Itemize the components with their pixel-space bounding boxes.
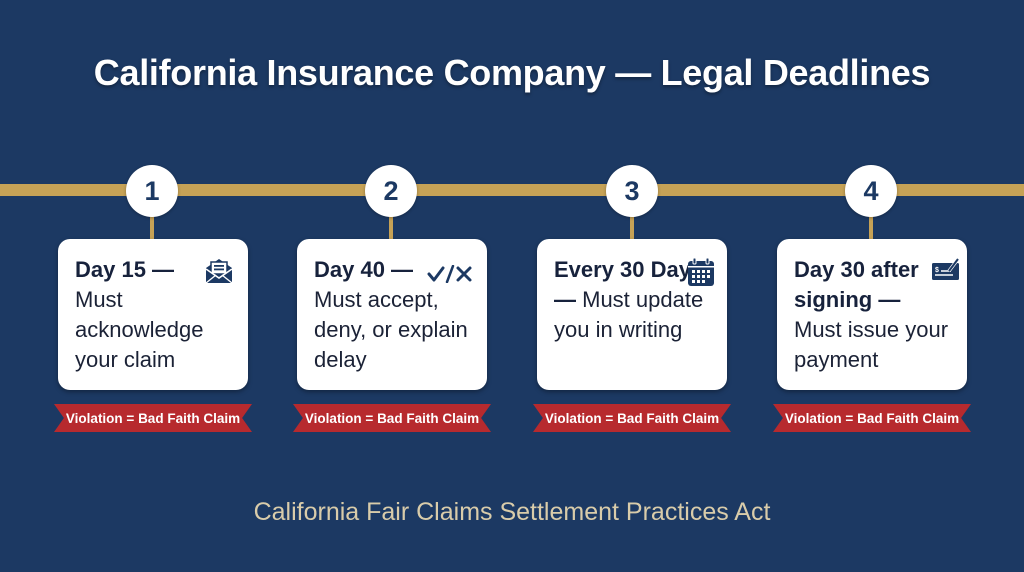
connector-line xyxy=(869,216,873,240)
connector-line xyxy=(389,216,393,240)
violation-ribbon: Violation = Bad Faith Claim xyxy=(533,404,731,432)
connector-line xyxy=(150,216,154,240)
deadline-card-2: Day 40 — Must accept, deny, or explain d… xyxy=(297,239,487,390)
violation-ribbon: Violation = Bad Faith Claim xyxy=(54,404,252,432)
page-title: California Insurance Company — Legal Dea… xyxy=(93,52,931,93)
deadline-description: Must update you in writing xyxy=(554,287,704,342)
envelope-icon xyxy=(204,257,234,293)
step-number-circle: 1 xyxy=(126,165,178,217)
step-number-circle: 4 xyxy=(845,165,897,217)
deadline-card-3: Every 30 Days — Must update you in writi… xyxy=(537,239,727,390)
deadline-label: Day 40 — xyxy=(314,257,414,282)
step-number-circle: 2 xyxy=(365,165,417,217)
violation-ribbon: Violation = Bad Faith Claim xyxy=(773,404,971,432)
connector-line xyxy=(630,216,634,240)
deadline-card-4: Day 30 after signing — Must issue your p… xyxy=(777,239,967,390)
check-payment-icon: $ xyxy=(931,257,961,289)
deadline-label: Every 30 Days — xyxy=(554,257,704,312)
calendar-icon xyxy=(687,257,715,295)
deadline-description: Must acknowledge your claim xyxy=(75,287,204,372)
deadline-label: Day 30 after signing — xyxy=(794,257,919,312)
deadline-description: Must issue your payment xyxy=(794,317,949,372)
footer-caption: California Fair Claims Settlement Practi… xyxy=(253,498,771,526)
deadline-card-1: Day 15 — Must acknowledge your claim xyxy=(58,239,248,390)
violation-ribbon: Violation = Bad Faith Claim xyxy=(293,404,491,432)
step-number-circle: 3 xyxy=(606,165,658,217)
check-cross-icon xyxy=(427,261,475,291)
timeline-bar xyxy=(0,184,1024,196)
deadline-label: Day 15 — xyxy=(75,257,175,282)
deadline-description: Must accept, deny, or explain delay xyxy=(314,287,468,372)
svg-text:$: $ xyxy=(935,267,939,274)
